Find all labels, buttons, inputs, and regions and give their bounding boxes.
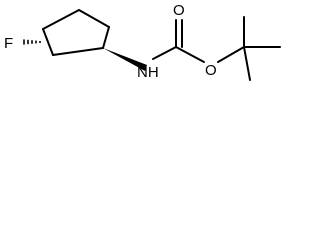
ring-bond-c5-c1	[42, 9, 80, 30]
bond-tbutyl-methyl-bottom	[243, 46, 251, 81]
bond-ester-o-tbutyl-c	[217, 46, 245, 63]
bond-c-ester-o	[175, 46, 205, 63]
bond-n-carbonyl-c	[152, 46, 177, 60]
cyclopentane-ring	[42, 9, 110, 56]
ring-bond-c2-c3	[102, 26, 110, 49]
wedge-bond-n	[103, 48, 147, 71]
atom-label-carbonyl-oxygen: O	[173, 2, 185, 19]
atom-label-ester-oxygen: O	[205, 62, 217, 79]
ring-bond-c4-c5	[42, 28, 54, 56]
molecule-structure: F NH O O	[4, 2, 281, 81]
hashed-wedge-bond-f	[23, 39, 41, 45]
ring-bond-c1-c2	[78, 9, 110, 28]
atom-label-nitrogen: NH	[137, 64, 159, 81]
ring-bond-c3-c4	[52, 47, 104, 56]
atom-label-fluorine: F	[4, 35, 13, 52]
